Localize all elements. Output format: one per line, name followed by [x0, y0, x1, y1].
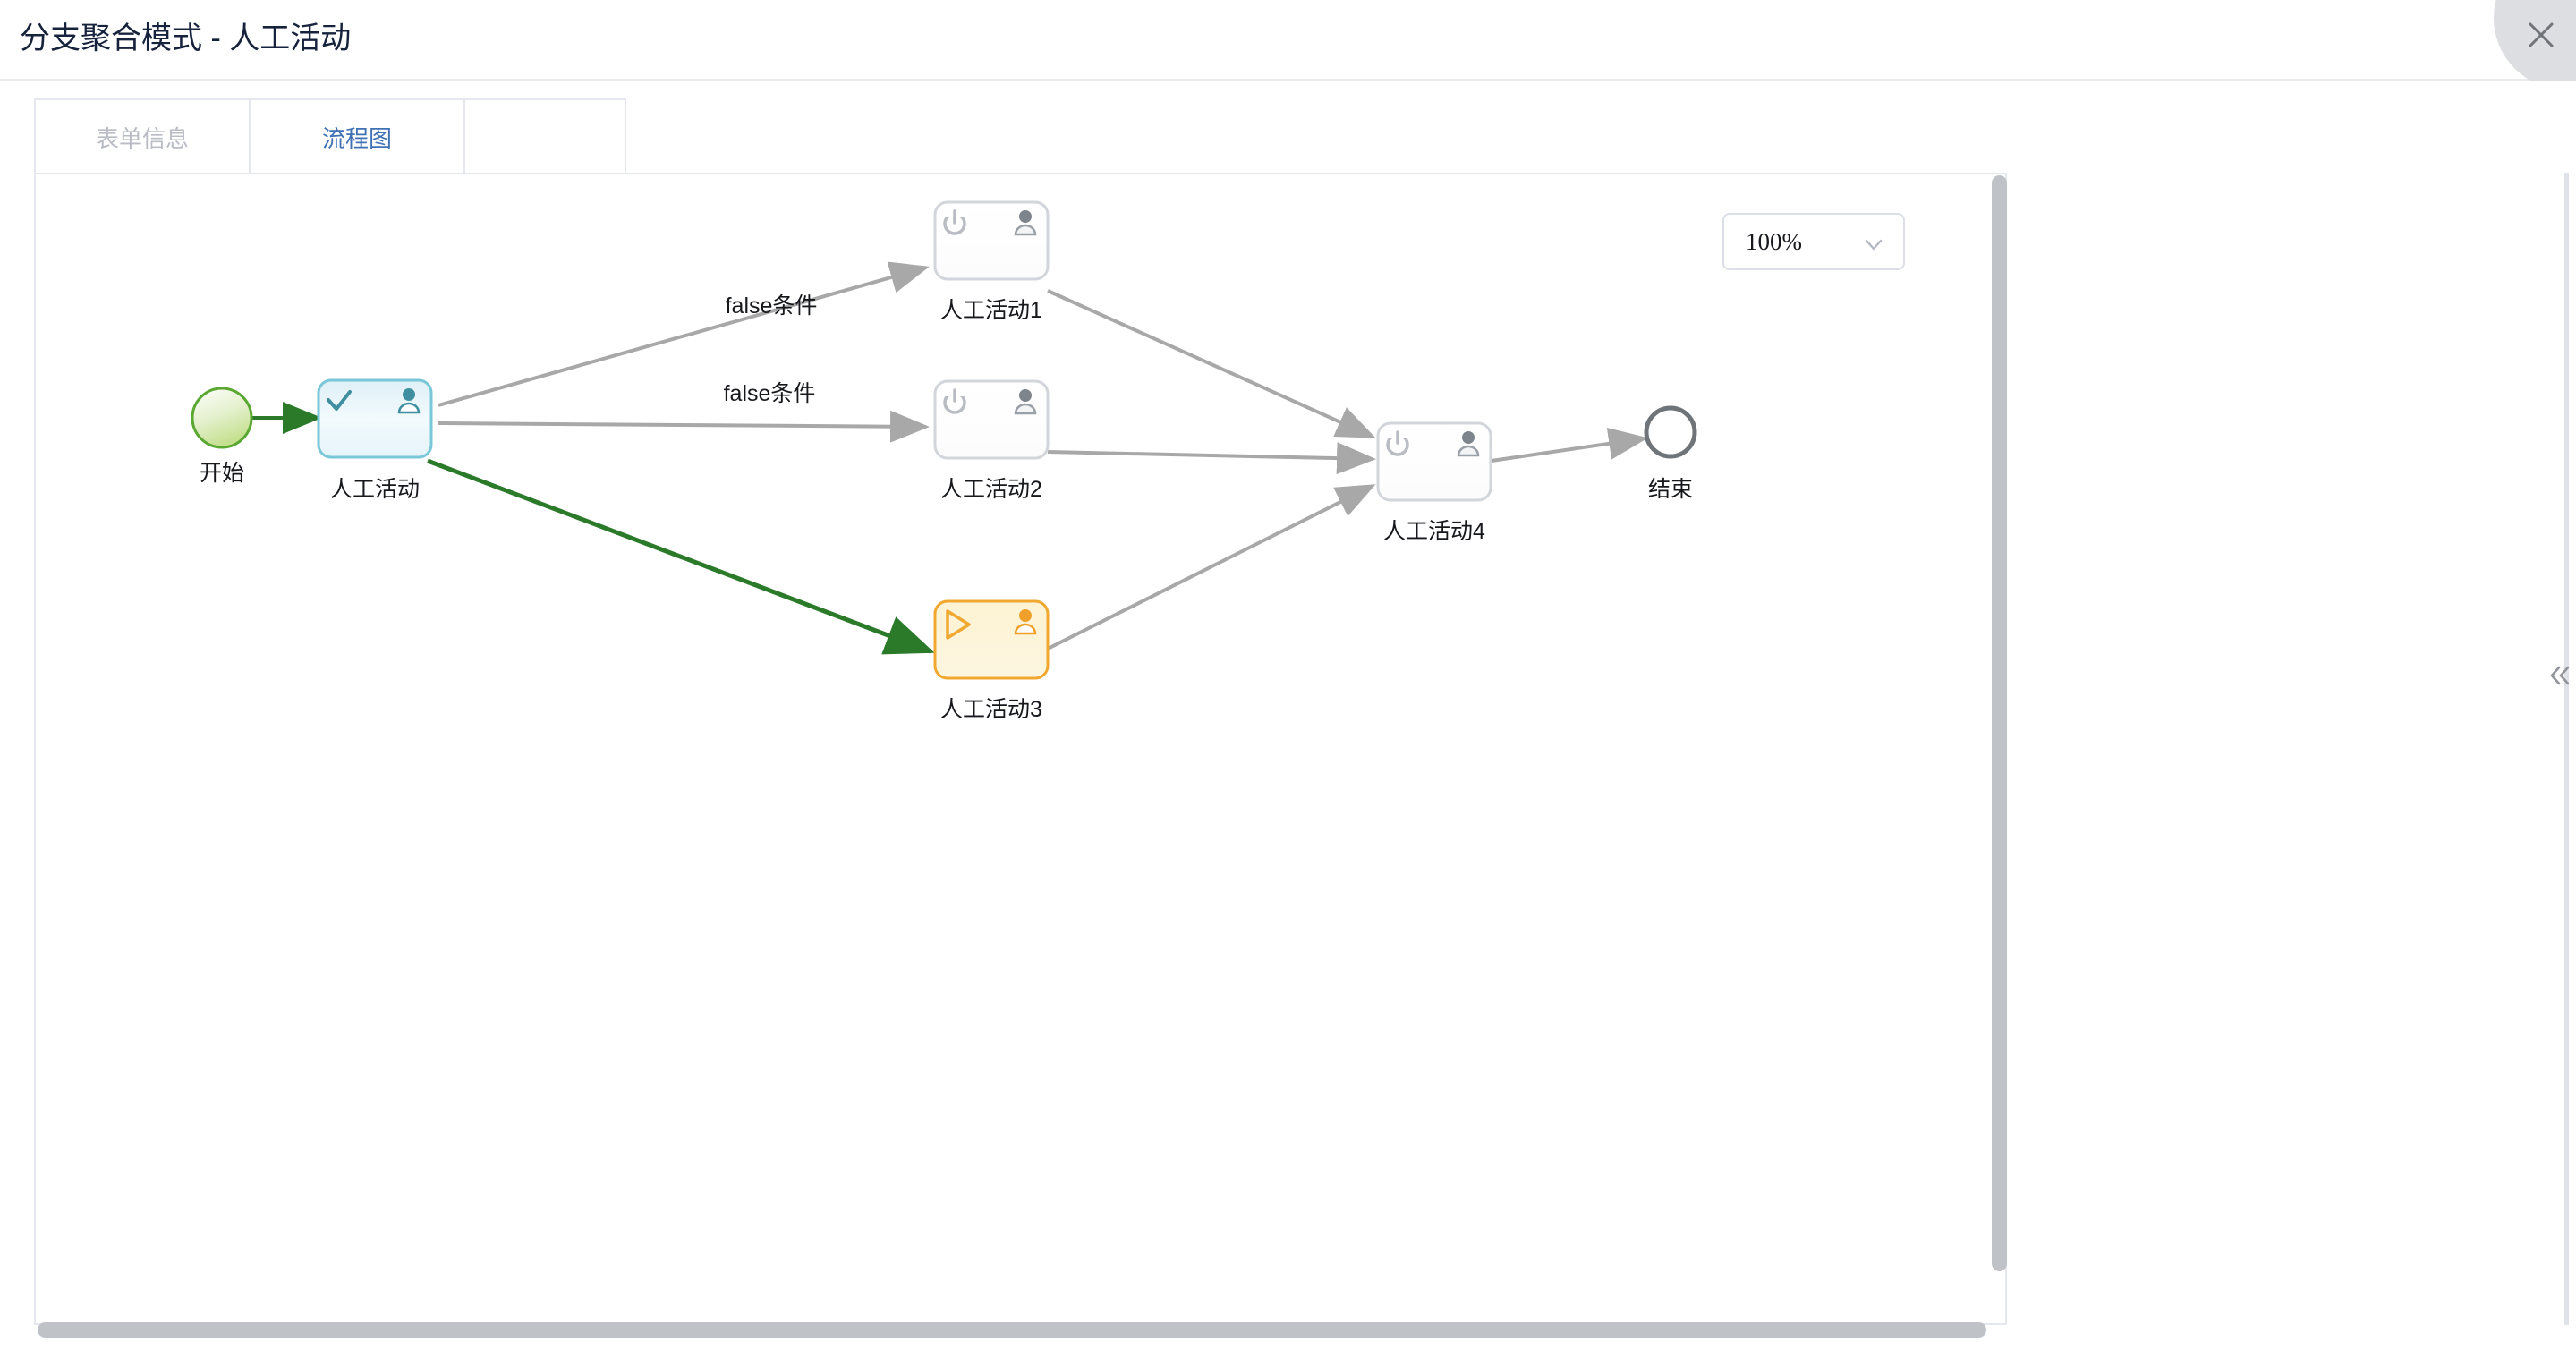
zoom-value: 100% — [1746, 227, 1802, 255]
flowchart-svg: false条件 false条件 开始 人工活动 — [191, 200, 1697, 722]
edge-task1-to-task4 — [1047, 289, 1376, 438]
chevron-down-icon — [1865, 239, 1883, 251]
user-icon — [1014, 389, 1037, 415]
node-task2-label: 人工活动2 — [940, 477, 1042, 502]
play-icon — [946, 609, 971, 640]
zoom-select[interactable]: 100% — [1722, 213, 1905, 270]
node-task4-label: 人工活动4 — [1383, 519, 1485, 544]
edge-label-false-1: false条件 — [726, 293, 818, 319]
power-icon — [943, 209, 966, 235]
close-button[interactable] — [2478, 0, 2576, 81]
node-task-shape — [317, 378, 433, 459]
node-task1-label: 人工活动1 — [940, 298, 1042, 323]
close-icon — [2529, 22, 2554, 47]
user-icon — [1014, 609, 1037, 635]
node-task3[interactable]: 人工活动3 — [933, 599, 1050, 722]
check-icon — [327, 390, 352, 411]
horizontal-scrollbar-thumb[interactable] — [38, 1322, 1986, 1338]
power-icon — [943, 388, 966, 414]
tab-flow-chart[interactable]: 流程图 — [249, 98, 465, 174]
node-task-label: 人工活动 — [330, 477, 420, 502]
power-icon — [1386, 430, 1409, 456]
edge-task-to-task3 — [427, 458, 935, 655]
edge-label-false-2: false条件 — [724, 381, 816, 406]
tab-flow-chart-label: 流程图 — [321, 125, 392, 152]
node-task4[interactable]: 人工活动4 — [1376, 421, 1492, 544]
node-end-label: 结束 — [1648, 477, 1693, 502]
edge-task2-to-task4 — [1047, 442, 1376, 475]
tab-form-info-label: 表单信息 — [95, 125, 189, 152]
edge-layer — [252, 261, 1648, 655]
page-title: 分支聚合模式 - 人工活动 — [20, 21, 352, 55]
node-end-shape — [1644, 405, 1697, 459]
user-icon — [1014, 210, 1037, 236]
node-start-label: 开始 — [200, 461, 244, 486]
tab-bar: 表单信息 流程图 — [34, 98, 626, 174]
node-task[interactable]: 人工活动 — [317, 378, 433, 502]
double-chevron-left-icon — [2550, 666, 2570, 685]
user-icon — [397, 388, 421, 414]
sidebar-collapse-handle[interactable] — [2550, 173, 2576, 1325]
node-task2[interactable]: 人工活动2 — [933, 379, 1050, 502]
dialog-header: 分支聚合模式 - 人工活动 — [0, 0, 2576, 81]
node-task3-label: 人工活动3 — [940, 697, 1042, 722]
node-start-shape — [191, 387, 253, 449]
edge-task4-to-end — [1491, 427, 1648, 463]
tab-bar-filler — [463, 98, 626, 174]
edge-task3-to-task4 — [1047, 484, 1376, 650]
user-icon — [1457, 431, 1480, 457]
node-start[interactable]: 开始 — [191, 387, 253, 486]
collapse-handle-rail — [2564, 173, 2569, 1325]
vertical-scrollbar-thumb[interactable] — [1992, 175, 2007, 1271]
node-end[interactable]: 结束 — [1644, 405, 1697, 502]
edge-task-to-task1 — [438, 261, 930, 407]
flowchart-canvas[interactable]: false条件 false条件 开始 人工活动 — [34, 173, 2007, 1325]
tab-form-info[interactable]: 表单信息 — [34, 98, 251, 174]
node-task1[interactable]: 人工活动1 — [933, 200, 1050, 323]
edge-task-to-task2 — [438, 410, 930, 443]
